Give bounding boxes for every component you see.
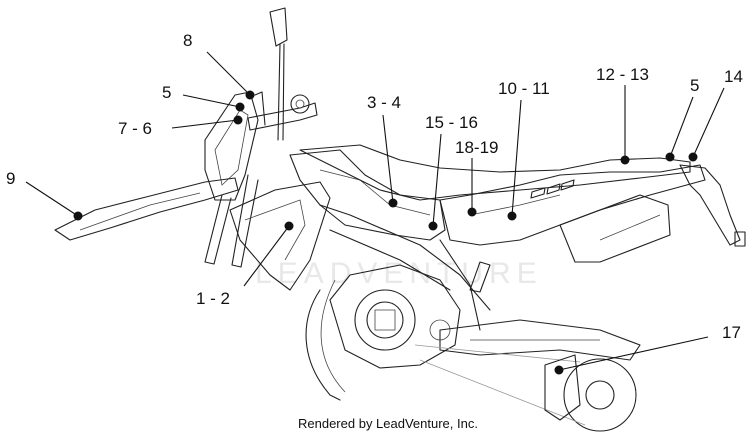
leader-lines <box>25 51 725 371</box>
callout-dot-9 <box>73 211 83 221</box>
callout-label-9: 9 <box>6 169 15 188</box>
callout-label-8: 8 <box>183 31 192 50</box>
callout-dots <box>73 90 698 375</box>
callout-label-14: 14 <box>724 67 743 86</box>
motorcycle-illustration <box>54 7 746 432</box>
callout-labels: 8 5 7 - 6 9 3 - 4 15 - 16 18-19 10 - 11 … <box>6 31 743 342</box>
callout-label-17: 17 <box>722 323 741 342</box>
callout-label-7-6: 7 - 6 <box>118 119 152 138</box>
render-credit: Rendered by LeadVenture, Inc. <box>298 416 478 431</box>
callout-dot-1-2 <box>284 221 294 231</box>
callout-dot-10-11 <box>507 211 517 221</box>
callout-label-15-16: 15 - 16 <box>425 113 478 132</box>
callout-dot-5-front <box>235 102 245 112</box>
callout-dot-14 <box>688 152 698 162</box>
callout-dot-8 <box>245 90 255 100</box>
watermark: LEADVENTURE <box>255 257 543 290</box>
callout-label-3-4: 3 - 4 <box>367 93 401 112</box>
callout-label-5-rear: 5 <box>690 76 699 95</box>
callout-dot-5-rear <box>665 152 675 162</box>
callout-label-12-13: 12 - 13 <box>596 65 649 84</box>
callout-dot-15-16 <box>428 221 438 231</box>
callout-label-1-2: 1 - 2 <box>196 289 230 308</box>
callout-dot-17 <box>554 365 564 375</box>
callout-label-18-19: 18-19 <box>455 138 498 157</box>
callout-label-10-11: 10 - 11 <box>498 79 550 98</box>
callout-dot-12-13 <box>620 155 630 165</box>
callout-dot-3-4 <box>388 198 398 208</box>
callout-dot-7-6 <box>233 115 243 125</box>
callout-label-5-front: 5 <box>162 83 171 102</box>
callout-dot-18-19 <box>467 207 477 217</box>
